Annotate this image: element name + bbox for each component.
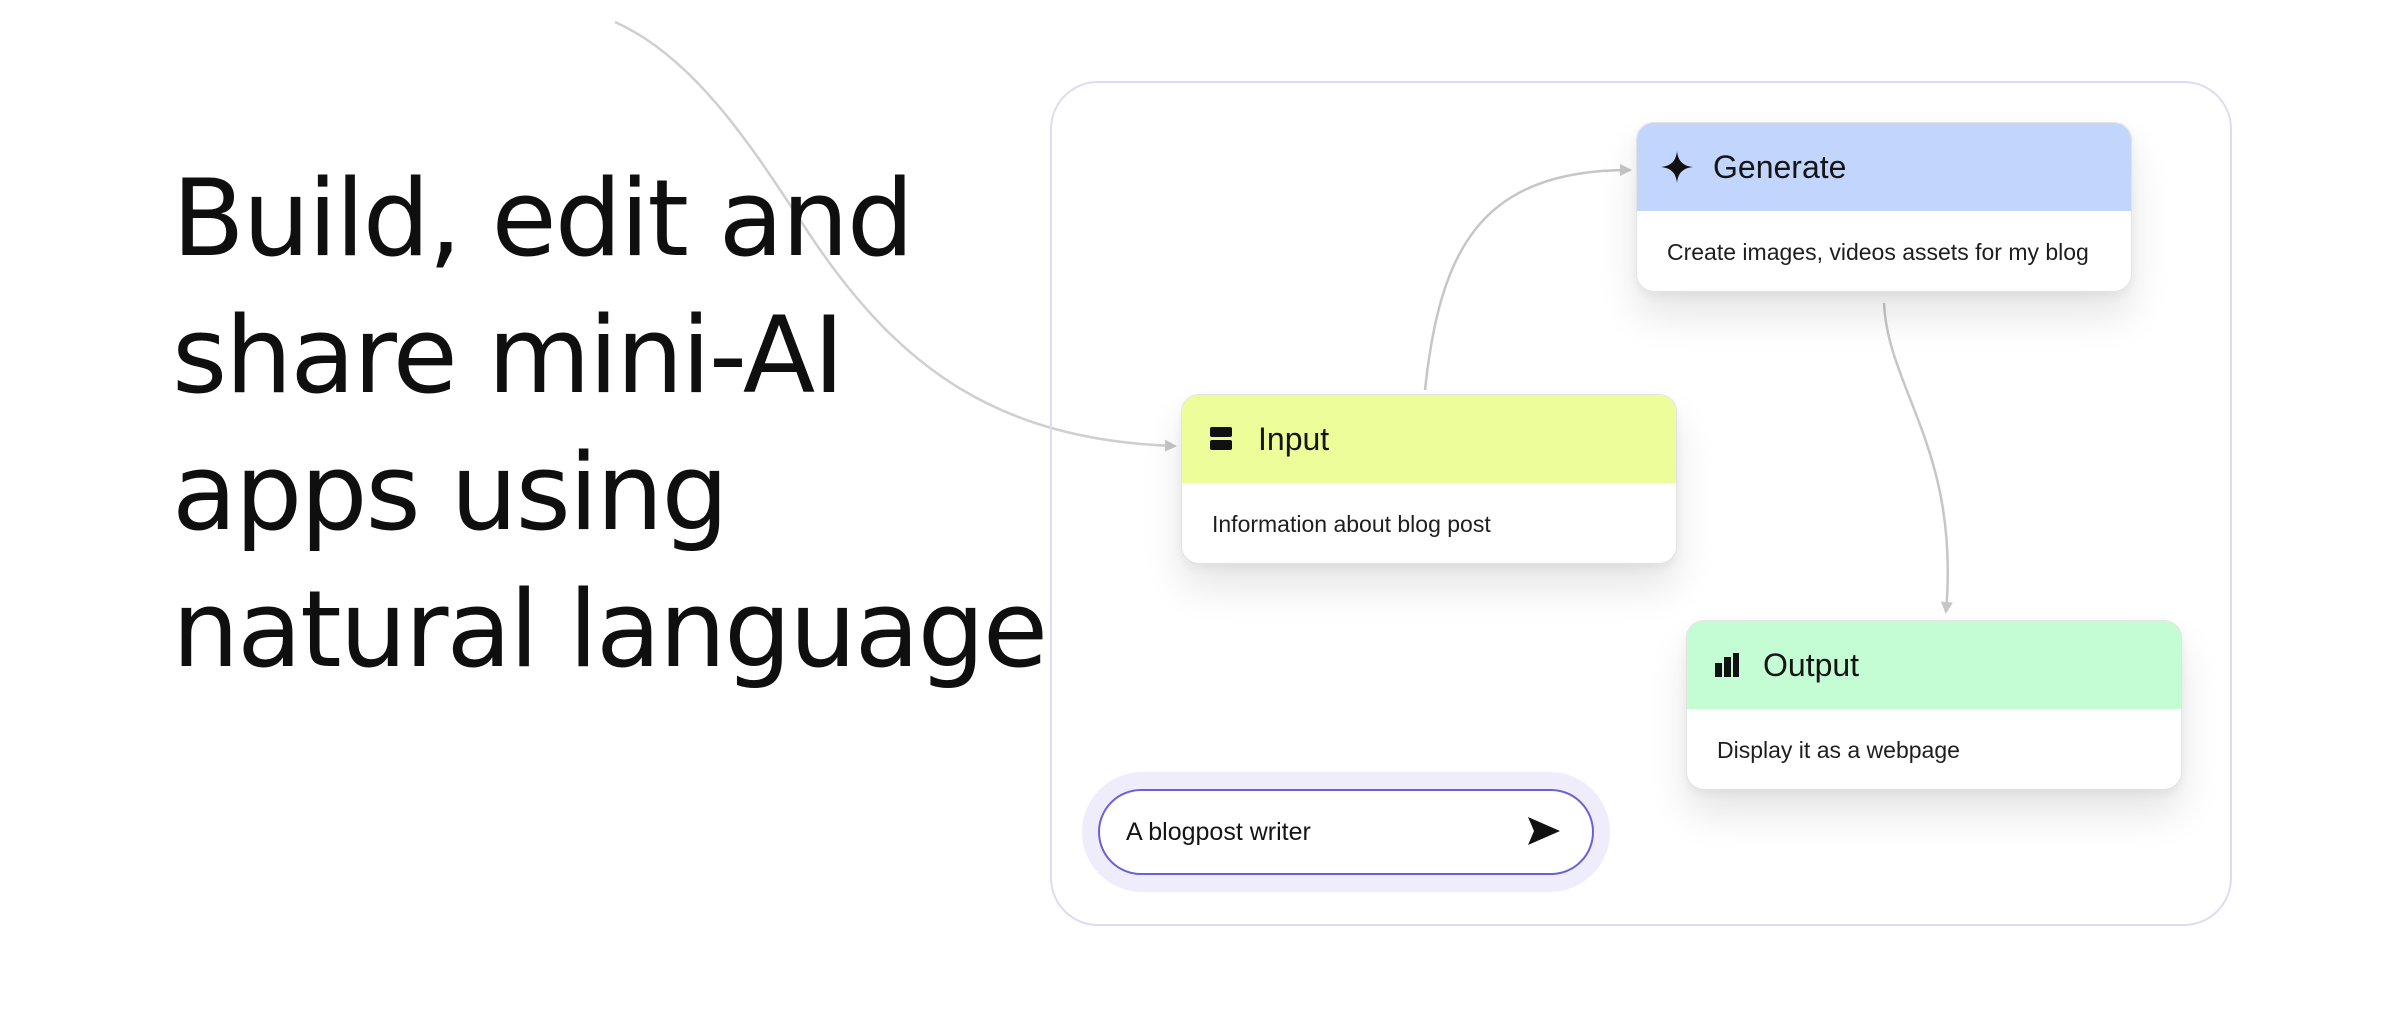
output-chart-icon <box>1709 647 1745 683</box>
output-node-title: Output <box>1763 646 1860 683</box>
send-icon <box>1526 815 1562 850</box>
headline-line-2: share mini-AI <box>172 294 845 417</box>
prompt-input[interactable] <box>1126 817 1506 847</box>
input-node-header: Input <box>1182 395 1676 483</box>
generate-node-header: Generate <box>1637 123 2131 211</box>
input-stack-icon <box>1204 421 1240 457</box>
output-node-header: Output <box>1687 621 2181 709</box>
app-canvas-frame <box>1050 81 2232 926</box>
headline-line-1: Build, edit and <box>172 157 914 280</box>
generate-node-description: Create images, videos assets for my blog <box>1667 238 2089 265</box>
input-node[interactable]: Input Information about blog post <box>1181 394 1677 564</box>
headline: Build, edit and share mini-AI apps using… <box>172 150 1048 698</box>
headline-line-4: natural language <box>172 568 1048 691</box>
generate-node[interactable]: Generate Create images, videos assets fo… <box>1636 122 2132 292</box>
input-node-title: Input <box>1258 420 1330 457</box>
input-node-description: Information about blog post <box>1212 510 1491 537</box>
generate-node-title: Generate <box>1713 148 1847 185</box>
output-node[interactable]: Output Display it as a webpage <box>1686 620 2182 790</box>
sparkle-icon <box>1659 149 1695 185</box>
send-button[interactable] <box>1524 812 1564 852</box>
headline-line-3: apps using <box>172 431 729 554</box>
output-node-description: Display it as a webpage <box>1717 736 1960 763</box>
prompt-bar <box>1098 789 1594 875</box>
